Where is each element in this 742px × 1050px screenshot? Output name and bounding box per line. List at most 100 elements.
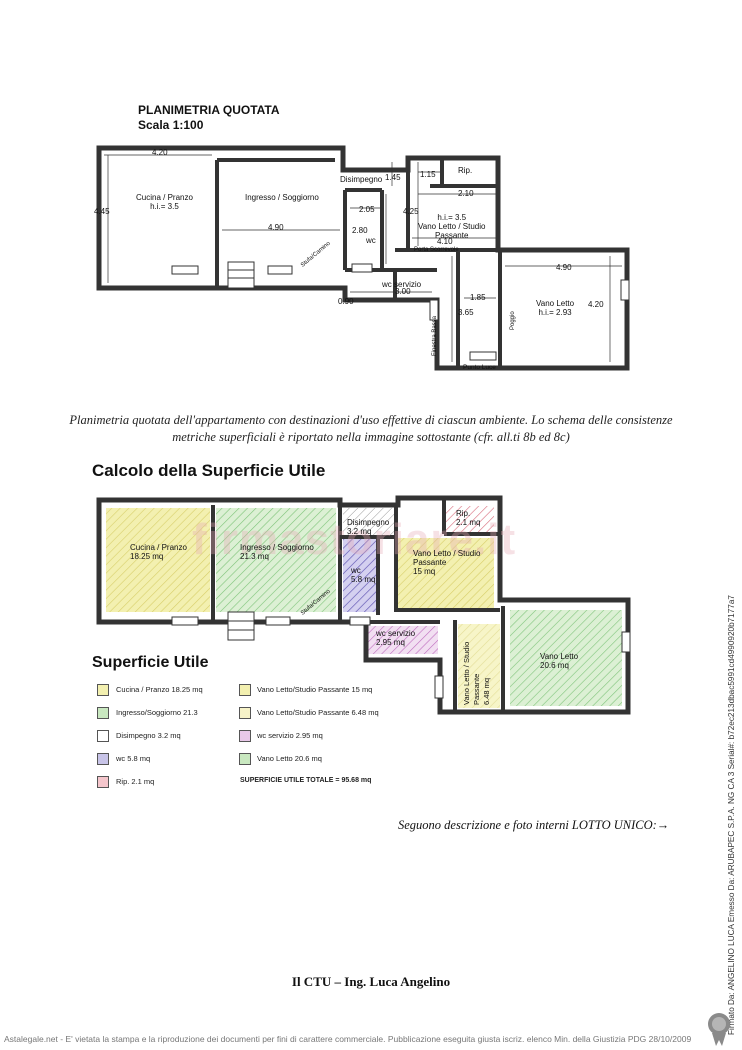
plan1-wc-servizio-label: wc servizio: [382, 280, 422, 289]
watermark: firmastoriare.it: [192, 515, 517, 564]
dim-4-90-ingresso: 4.90: [268, 223, 284, 232]
plan2-ingresso-name: Ingresso / Soggiorno: [240, 543, 314, 552]
legend-cucina: Cucina / Pranzo 18.25 mq: [116, 685, 203, 694]
plan2-wc-name: wc: [351, 566, 361, 575]
fill-vano-studio: [398, 538, 494, 608]
plan1-rip-label: Rip.: [458, 166, 473, 175]
legend-swatch-wc: [97, 753, 109, 765]
dim-1-45: 1.45: [385, 173, 401, 182]
superficie-total: SUPERFICIE UTILE TOTALE = 95.68 mq: [240, 777, 372, 784]
plan2-wc-servizio-mq: 2.95 mq: [376, 638, 405, 647]
legend-swatch-wc-servizio: [239, 730, 251, 742]
plan2-walls: [96, 495, 631, 715]
plan1-disimpegno-label: Disimpegno: [340, 175, 383, 184]
plan1-wc-label: wc: [366, 236, 376, 245]
dim-4-20-top: 4.20: [152, 148, 168, 157]
superficie-title: Superficie Utile: [92, 654, 209, 671]
plan1-title: PLANIMETRIA QUOTATA Scala 1:100: [138, 103, 280, 133]
plan2-vano-letto-name: Vano Letto: [540, 652, 579, 661]
plan2-rip-mq: 2.1 mq: [456, 518, 481, 527]
plan2-cucina-name: Cucina / Pranzo: [130, 543, 187, 552]
plan2-title: Calcolo della Superficie Utile: [92, 461, 326, 480]
fill-cucina: [106, 508, 210, 612]
plan1-vano-passante: Passante: [435, 231, 469, 240]
fill-vano-letto: [510, 610, 622, 706]
dim-4-25: 4.25: [403, 207, 419, 216]
fill-wc: [343, 538, 376, 612]
plan1-inner-walls: [215, 158, 502, 368]
plan2-disimpegno-mq: 3.2 mq: [347, 527, 372, 536]
legend-vano-studio: Vano Letto/Studio Passante 15 mq: [257, 685, 373, 694]
legend-ingresso: Ingresso/Soggiorno 21.3: [116, 708, 198, 717]
legend-swatch-ingresso: [97, 707, 109, 719]
fill-ingresso: [216, 508, 336, 612]
plan2-windows: [171, 611, 631, 699]
plan2-vano-letto-mq: 20.6 mq: [540, 661, 569, 670]
fill-disimpegno: [343, 508, 395, 536]
plan1-vano-letto-label: Vano Letto h.i.= 2.93: [536, 299, 574, 317]
plan2-ingresso-label: Ingresso / Soggiorno 21.3 mq: [240, 543, 314, 561]
plan1-title-text: PLANIMETRIA QUOTATA: [138, 103, 280, 117]
dim-1-85: 1.85: [470, 293, 486, 302]
dim-2-10: 2.10: [458, 189, 474, 198]
plan2-cucina-label: Cucina / Pranzo 18.25 mq: [130, 543, 187, 561]
legend-swatch-vano-letto: [239, 753, 251, 765]
plan1-cucina-label: Cucina / Pranzo h.i.= 3.5: [136, 193, 193, 211]
plan2-wc-label: wc 5.8 mq: [351, 566, 375, 584]
legend-wc: wc 5.8 mq: [116, 754, 151, 763]
legend-wc-servizio: wc servizio 2.95 mq: [257, 731, 323, 740]
plan2-wc-servizio-name: wc servizio: [376, 629, 416, 638]
legend-disimpegno: Disimpegno 3.2 mq: [116, 731, 181, 740]
legend-swatch-disimpegno: [97, 730, 109, 742]
plan1-caption: Planimetria quotata dell'appartamento co…: [69, 413, 673, 444]
plan1-cucina-hi: h.i.= 3.5: [150, 202, 179, 211]
plan1-walls: [96, 145, 630, 371]
legend-swatch-vano-passante: [239, 707, 251, 719]
plan2-wc-servizio-label: wc servizio 2.95 mq: [376, 629, 415, 647]
plan1-windows: [171, 261, 630, 361]
dim-2-80: 2.80: [352, 226, 368, 235]
legend-vano-passante: Vano Letto/Studio Passante 6.48 mq: [257, 708, 379, 717]
plan2-ingresso-mq: 21.3 mq: [240, 552, 269, 561]
plan2-wc-mq: 5.8 mq: [351, 575, 376, 584]
plan1-punto-luce-label: Punto Luce: [463, 364, 496, 371]
plan1-scale: Scala 1:100: [138, 118, 204, 132]
plan1-vano-letto-hi: h.i.= 2.93: [538, 308, 572, 317]
plan2-vano-studio-passante: Passante: [413, 558, 447, 567]
dim-4-10: 4.10: [437, 237, 453, 246]
dim-0-90: 0.90: [338, 297, 354, 306]
plan2-vano-studio-mq: 15 mq: [413, 567, 436, 576]
plan2-vano-studio-name: Vano Letto / Studio: [413, 549, 481, 558]
plan2-vano-letto-label: Vano Letto 20.6 mq: [540, 652, 578, 670]
dim-3-00: 3.00: [395, 287, 411, 296]
plan2-disimpegno-label: Disimpegno 3.2 mq: [347, 518, 389, 536]
plan2-vano-studio-label: Vano Letto / Studio Passante 15 mq: [413, 549, 480, 576]
fill-wc-servizio: [368, 626, 438, 654]
legend-vano-letto: Vano Letto 20.6 mq: [257, 754, 322, 763]
plan1-vano-letto-name: Vano Letto: [536, 299, 575, 308]
legend-rip: Rip. 2.1 mq: [116, 777, 155, 786]
plan1-vano-hi: h.i.= 3.5: [437, 213, 467, 222]
plan2-rip-label: Rip. 2.1 mq: [456, 509, 480, 527]
legend-swatch-vano-studio: [239, 684, 251, 696]
plan2-disimpegno-name: Disimpegno: [347, 518, 390, 527]
plan1-vano-studio-label: h.i.= 3.5 Vano Letto / Studio Passante: [418, 213, 485, 240]
fill-rip: [446, 506, 494, 534]
plan2-cucina-mq: 18.25 mq: [130, 552, 164, 561]
dim-1-15: 1.15: [420, 170, 436, 179]
footer-disclaimer: Astalegale.net - E' vietata la stampa e …: [4, 1034, 692, 1044]
plan2-rip-name: Rip.: [456, 509, 471, 518]
plan2-inner-walls: [211, 498, 505, 712]
plan1-cucina-name: Cucina / Pranzo: [136, 193, 193, 202]
legend-swatch-rip: [97, 776, 109, 788]
dim-4-20-letto: 4.20: [588, 300, 604, 309]
plan1-vano-studio-name: Vano Letto / Studio: [418, 222, 486, 231]
dim-4-45: 4.45: [94, 207, 110, 216]
dim-2-05: 2.05: [359, 205, 375, 214]
plan1-porta-label: Porta Scorrevole: [414, 247, 459, 253]
legend-swatch-cucina: [97, 684, 109, 696]
plan1-dimension-lines: [104, 154, 622, 362]
